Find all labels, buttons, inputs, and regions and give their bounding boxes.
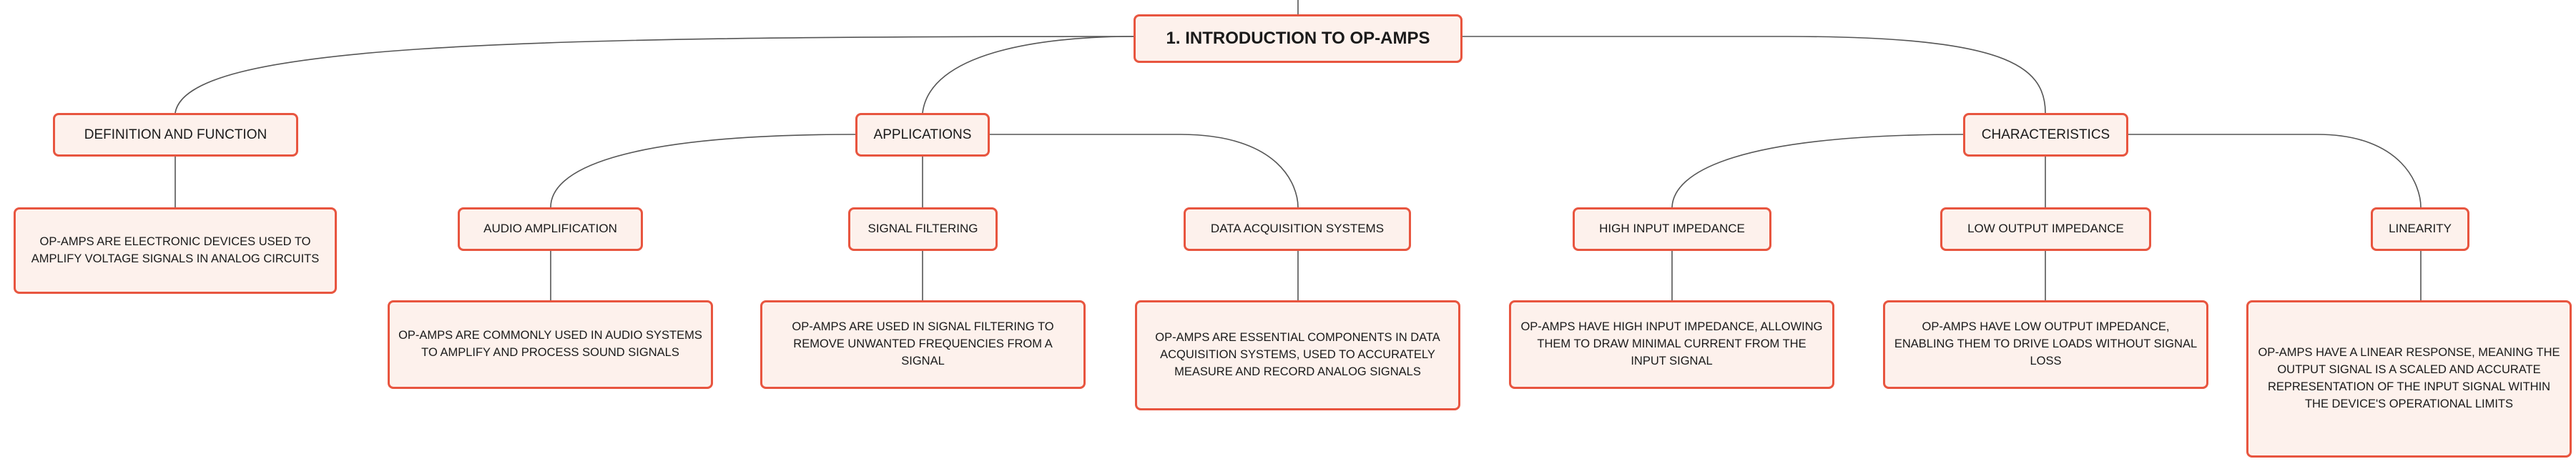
topic-signal-filtering[interactable]: SIGNAL FILTERING xyxy=(848,207,998,251)
connector xyxy=(1671,134,1964,208)
linearity-detail[interactable]: OP-AMPS HAVE A LINEAR RESPONSE, MEANING … xyxy=(2246,300,2572,458)
connector xyxy=(1462,36,2046,114)
topic-data-acquisition-systems[interactable]: DATA ACQUISITION SYSTEMS xyxy=(1184,207,1411,251)
definition-detail[interactable]: OP-AMPS ARE ELECTRONIC DEVICES USED TO A… xyxy=(14,207,337,294)
connector xyxy=(2128,134,2422,208)
connector xyxy=(922,36,1134,114)
connector xyxy=(174,36,1134,114)
root-topic[interactable]: 1. INTRODUCTION TO OP-AMPS xyxy=(1134,14,1462,63)
audio-amplification-detail[interactable]: OP-AMPS ARE COMMONLY USED IN AUDIO SYSTE… xyxy=(388,300,713,389)
topic-low-output-impedance[interactable]: LOW OUTPUT IMPEDANCE xyxy=(1940,207,2151,251)
topic-linearity[interactable]: LINEARITY xyxy=(2371,207,2469,251)
high-input-impedance-detail[interactable]: OP-AMPS HAVE HIGH INPUT IMPEDANCE, ALLOW… xyxy=(1509,300,1834,389)
connector xyxy=(990,134,1299,208)
data-acquisition-detail[interactable]: OP-AMPS ARE ESSENTIAL COMPONENTS IN DATA… xyxy=(1135,300,1460,410)
topic-applications[interactable]: APPLICATIONS xyxy=(855,113,990,157)
topic-characteristics[interactable]: CHARACTERISTICS xyxy=(1963,113,2128,157)
signal-filtering-detail[interactable]: OP-AMPS ARE USED IN SIGNAL FILTERING TO … xyxy=(760,300,1086,389)
connector xyxy=(550,134,856,208)
topic-high-input-impedance[interactable]: HIGH INPUT IMPEDANCE xyxy=(1573,207,1771,251)
low-output-impedance-detail[interactable]: OP-AMPS HAVE LOW OUTPUT IMPEDANCE, ENABL… xyxy=(1883,300,2208,389)
topic-audio-amplification[interactable]: AUDIO AMPLIFICATION xyxy=(458,207,643,251)
topic-definition-and-function[interactable]: DEFINITION AND FUNCTION xyxy=(53,113,298,157)
